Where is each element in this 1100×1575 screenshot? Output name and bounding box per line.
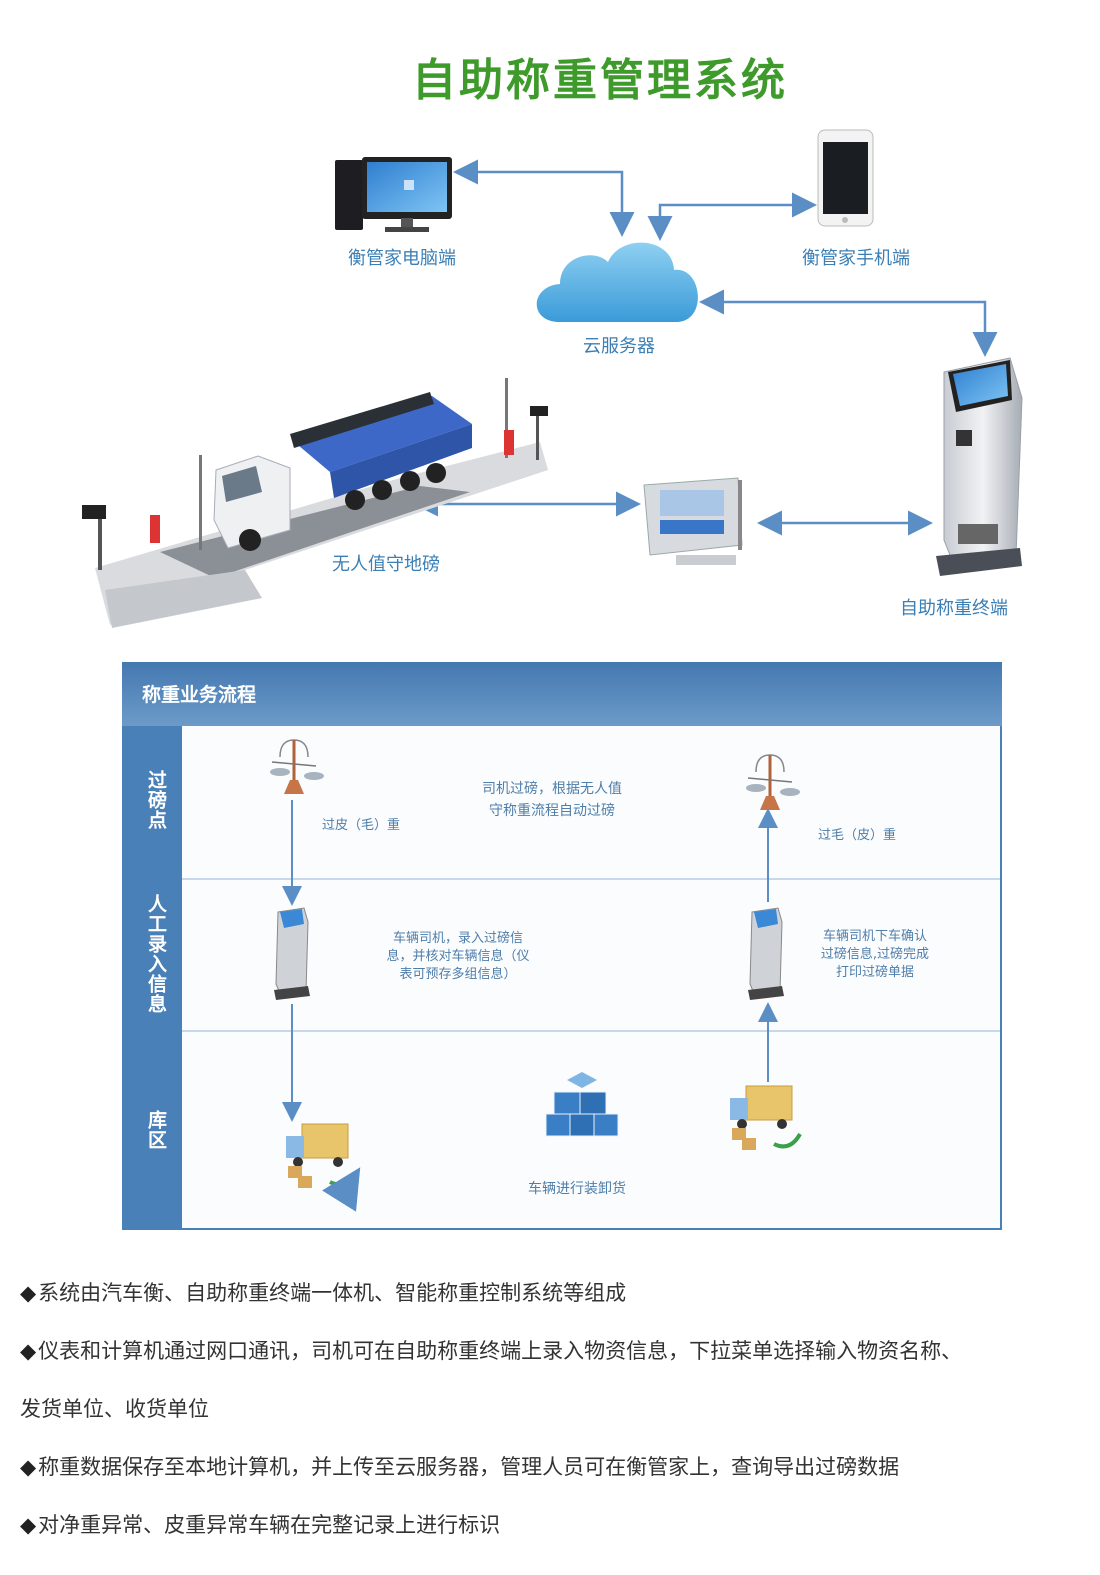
bullet-item: ◆称重数据保存至本地计算机，并上传至云服务器，管理人员可在衡管家上，查询导出过磅… [20, 1438, 1090, 1496]
process-flow-title: 称重业务流程 [142, 684, 257, 706]
confirm-line: 过磅信息,过磅完成 [820, 947, 930, 962]
phone-label: 衡管家手机端 [802, 248, 910, 269]
scale-label: 无人值守地磅 [332, 554, 440, 575]
bullet-item: ◆仪表和计算机通过网口通讯，司机可在自助称重终端上录入物资信息，下拉菜单选择输入… [20, 1322, 1090, 1380]
computer-icon [335, 157, 452, 232]
weighing-indicator-image [643, 477, 743, 565]
self-service-kiosk-image [936, 357, 1023, 576]
bullet-item: ◆系统由汽车衡、自助称重终端一体机、智能称重控制系统等组成 [20, 1264, 1090, 1322]
lane-divider [182, 878, 1000, 880]
bullet-marker-icon: ◆ [20, 1513, 37, 1537]
page-title: 自助称重管理系统 [412, 55, 788, 106]
terminal-label: 自助称重终端 [900, 598, 1008, 619]
auto-weigh-line: 守称重流程自动过磅 [489, 803, 615, 819]
scale-balance-icon [270, 739, 324, 794]
auto-weigh-description: 司机过磅，根据无人值 守称重流程自动过磅 [452, 778, 652, 822]
bullet-text: 发货单位、收货单位 [20, 1397, 209, 1421]
pc-label: 衡管家电脑端 [348, 248, 456, 269]
lane-label-manual-entry: 人工录入信息 [145, 894, 167, 1014]
process-flow-header: 称重业务流程 [122, 662, 1002, 726]
lane-divider [182, 1030, 1000, 1032]
delivery-truck-icon [730, 1085, 802, 1150]
confirm-description: 车辆司机下车确认 过磅信息,过磅完成 打印过磅单据 [808, 928, 942, 982]
bullet-text: 系统由汽车衡、自助称重终端一体机、智能称重控制系统等组成 [38, 1281, 627, 1305]
phone-cloud-arrow [647, 192, 817, 241]
confirm-line: 打印过磅单据 [835, 965, 914, 980]
process-flow-panel: 称重业务流程 过磅点 人工录入信息 库区 [122, 662, 1002, 1230]
bullet-text: 对净重异常、皮重异常车辆在完整记录上进行标识 [38, 1513, 501, 1537]
feature-bullet-list: ◆系统由汽车衡、自助称重终端一体机、智能称重控制系统等组成 ◆仪表和计算机通过网… [20, 1264, 1090, 1554]
kiosk-icon [274, 907, 310, 1000]
bullet-marker-icon: ◆ [20, 1281, 37, 1305]
weighbridge-truck-image [82, 378, 548, 628]
second-weigh-label: 过毛（皮）重 [818, 828, 897, 843]
architecture-diagram [82, 129, 1023, 628]
kiosk-icon [748, 907, 784, 1000]
entry-line: 车辆司机，录入过磅信 [392, 931, 523, 946]
cloud-terminal-arrow [699, 289, 998, 357]
cloud-server-icon [536, 242, 698, 322]
lane-label-weigh-point: 过磅点 [145, 770, 167, 830]
entry-line: 息，并核对车辆信息（仪 [386, 949, 530, 964]
entry-line: 表可预存多组信息） [399, 967, 517, 982]
entry-description: 车辆司机，录入过磅信 息，并核对车辆信息（仪 表可预存多组信息） [378, 930, 538, 984]
warehouse-boxes-icon [545, 1072, 619, 1137]
bullet-marker-icon: ◆ [20, 1455, 37, 1479]
lane-label-warehouse: 库区 [145, 1110, 167, 1150]
delivery-truck-icon [286, 1123, 361, 1212]
cloud-label: 云服务器 [583, 336, 655, 357]
scale-balance-icon [746, 754, 800, 810]
bullet-text: 称重数据保存至本地计算机，并上传至云服务器，管理人员可在衡管家上，查询导出过磅数… [38, 1455, 900, 1479]
confirm-line: 车辆司机下车确认 [822, 929, 927, 944]
bullet-marker-icon: ◆ [20, 1339, 37, 1363]
smartphone-icon [817, 129, 874, 227]
process-flow-graphics [270, 739, 802, 1212]
pc-cloud-arrow [453, 159, 635, 237]
first-weigh-label: 过皮（毛）重 [322, 818, 401, 833]
bullet-item: ◆对净重异常、皮重异常车辆在完整记录上进行标识 [20, 1496, 1090, 1554]
bullet-text: 仪表和计算机通过网口通讯，司机可在自助称重终端上录入物资信息，下拉菜单选择输入物… [38, 1339, 963, 1363]
auto-weigh-line: 司机过磅，根据无人值 [482, 781, 622, 797]
bullet-continuation: 发货单位、收货单位 [20, 1380, 1090, 1438]
warehouse-description: 车辆进行装卸货 [528, 1181, 626, 1197]
